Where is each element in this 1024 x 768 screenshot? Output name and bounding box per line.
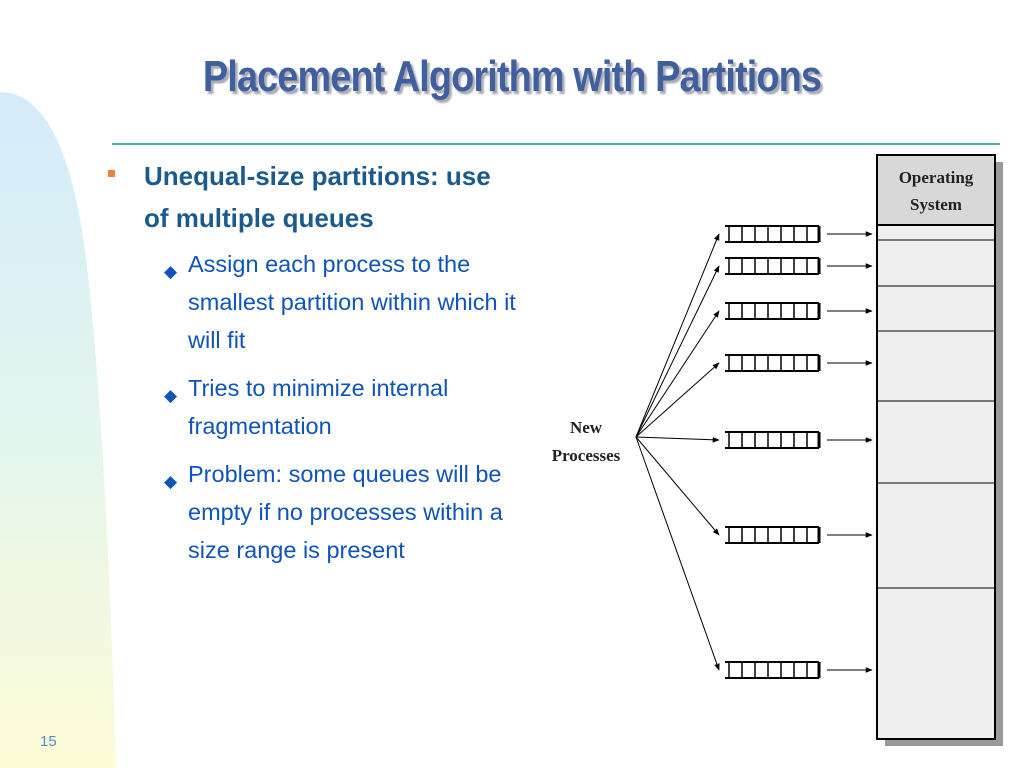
slide-title: Placement Algorithm with Partitions: [202, 52, 822, 101]
sub-bullet: ◆ Tries to minimize internal fragmentati…: [106, 369, 521, 445]
sub-bullet-list: ◆ Assign each process to the smallest pa…: [106, 245, 521, 569]
queue: [725, 431, 873, 449]
new-process-arrow: [635, 265, 720, 438]
queue: [725, 225, 873, 243]
queue: [725, 526, 873, 544]
new-process-arrow: [635, 310, 720, 438]
queue: [725, 354, 873, 372]
queue: [725, 661, 873, 679]
title-divider: [112, 143, 1000, 145]
new-process-arrow: [635, 362, 720, 438]
new-processes-line2: Processes: [552, 446, 621, 465]
new-process-arrow: [635, 436, 720, 536]
main-bullet: Unequal-size partitions: use of multiple…: [106, 155, 521, 239]
page-number: 15: [40, 733, 57, 750]
sub-bullet-text: Assign each process to the smallest part…: [188, 251, 516, 353]
memory-column-box: [876, 154, 996, 740]
sub-bullet: ◆ Assign each process to the smallest pa…: [106, 245, 521, 359]
os-label-line1: Operating: [899, 168, 974, 187]
new-process-arrow: [635, 436, 720, 443]
new-processes-line1: New: [570, 418, 603, 437]
new-process-arrow: [635, 436, 720, 671]
square-bullet-icon: [108, 170, 115, 177]
sub-bullet-text: Problem: some queues will be empty if no…: [188, 461, 503, 563]
diamond-bullet-icon: ◆: [164, 386, 178, 405]
diamond-bullet-icon: ◆: [164, 262, 178, 281]
memory-column: Operating System: [876, 154, 1003, 746]
new-process-arrow: [635, 233, 720, 438]
os-label-line2: System: [910, 195, 962, 214]
diamond-bullet-icon: ◆: [164, 472, 178, 491]
queue: [725, 257, 873, 275]
sub-bullet: ◆ Problem: some queues will be empty if …: [106, 455, 521, 569]
bullet-list: Unequal-size partitions: use of multiple…: [106, 155, 521, 579]
os-region: [876, 154, 996, 226]
queue: [725, 302, 873, 320]
sub-bullet-text: Tries to minimize internal fragmentation: [188, 375, 449, 439]
main-bullet-text: Unequal-size partitions: use of multiple…: [144, 161, 491, 233]
